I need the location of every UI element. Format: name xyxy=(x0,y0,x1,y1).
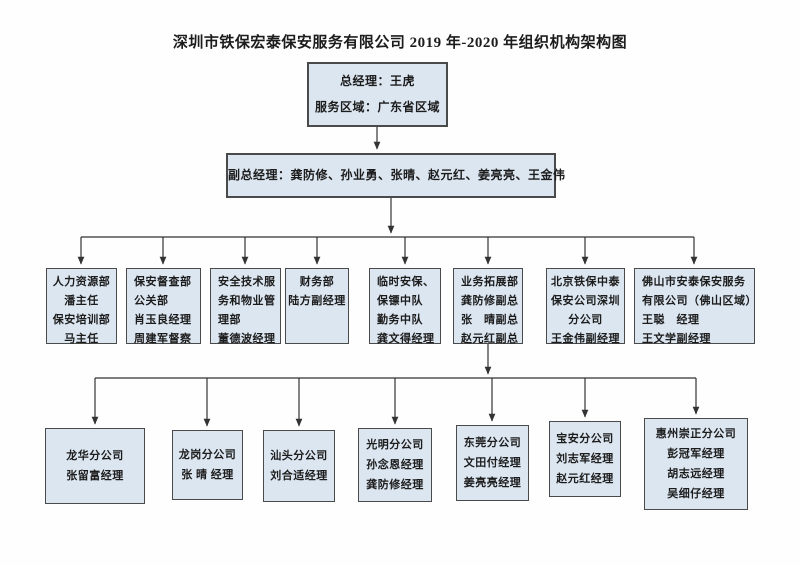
box-line: 周建军督察 xyxy=(134,333,192,345)
box-line: 财务部 xyxy=(299,276,335,288)
node-shantou-branch: 汕头分公司刘合适经理 xyxy=(263,430,335,502)
box-line: 北京铁保中泰 xyxy=(551,276,620,288)
box-line: 龚防修经理 xyxy=(366,479,424,491)
node-dongguan-branch: 东莞分公司文田付经理姜亮亮经理 xyxy=(456,425,529,501)
box-line: 龚防修副总 xyxy=(461,295,519,307)
box-line: 马主任 xyxy=(64,333,99,345)
box-line: 张 晴副总 xyxy=(461,314,519,326)
node-foshan-antai-security: 佛山市安泰保安服务有限公司（佛山区域） 王聪 经理王文学副经理 xyxy=(634,268,757,345)
box-line: 分公司 xyxy=(568,314,603,326)
box-line: 保安培训部 xyxy=(52,314,111,326)
box-line: 彭冠军经理 xyxy=(667,448,725,460)
box-line: 潘主任 xyxy=(64,295,99,307)
box-line: 有限公司（佛山区域） xyxy=(642,295,757,307)
box-line: 业务拓展部 xyxy=(461,276,519,288)
node-beijing-tiebao-zhongtai-shenzhen: 北京铁保中泰保安公司深圳分公司王金伟副经理 xyxy=(546,268,625,345)
box-line: 服务区域：广东省区域 xyxy=(314,100,440,115)
box-line: 临时安保、 xyxy=(377,276,435,288)
box-line: 胡志远经理 xyxy=(667,468,725,480)
node-huizhou-chongzheng-branch: 惠州崇正分公司彭冠军经理胡志远经理吴细仔经理 xyxy=(644,418,748,510)
box-line: 总经理：王虎 xyxy=(339,73,415,88)
node-baoan-branch: 宝安分公司刘志军经理赵元红经理 xyxy=(549,421,621,497)
box-line: 刘志军经理 xyxy=(556,453,614,465)
box-line: 佛山市安泰保安服务 xyxy=(642,276,746,288)
box-line: 副总经理：龚防修、孙业勇、张晴、赵元红、姜亮亮、王金伟 xyxy=(228,168,566,182)
node-finance-dept: 财务部陆方副经理 xyxy=(285,268,349,344)
box-line: 龙华分公司 xyxy=(66,450,124,462)
box-line: 赵元红副总 xyxy=(461,333,519,345)
box-line: 王聪 经理 xyxy=(642,314,700,326)
box-line: 光明分公司 xyxy=(366,439,424,451)
box-line: 陆方副经理 xyxy=(288,295,346,307)
box-line: 保安督查部 xyxy=(134,276,192,288)
node-temp-security-squads: 临时安保、保镖中队勤务中队龚文得经理 xyxy=(369,268,441,345)
node-hr-and-training-dept: 人力资源部潘主任保安培训部马主任 xyxy=(46,268,117,345)
box-line: 人力资源部 xyxy=(52,276,111,288)
node-business-development-dept: 业务拓展部龚防修副总张 晴副总赵元红副总 xyxy=(453,268,523,345)
box-line: 勤务中队 xyxy=(377,314,423,326)
box-line: 董德波经理 xyxy=(218,333,276,345)
node-tech-service-property-dept: 安全技术服务和物业管理部董德波经理 xyxy=(210,268,281,345)
node-general-manager: 总经理：王虎服务区域：广东省区域 xyxy=(307,62,448,127)
box-line: 孙念恩经理 xyxy=(366,459,424,471)
node-longhua-branch: 龙华分公司张留富经理 xyxy=(45,428,145,504)
box-line: 王金伟副经理 xyxy=(551,333,620,345)
box-line: 理部 xyxy=(218,314,241,326)
box-line: 张留富经理 xyxy=(66,470,124,482)
box-line: 惠州崇正分公司 xyxy=(655,428,737,440)
box-line: 文田付经理 xyxy=(463,457,522,469)
box-line: 姜亮亮经理 xyxy=(463,477,522,489)
node-deputy-general-managers: 副总经理：龚防修、孙业勇、张晴、赵元红、姜亮亮、王金伟 xyxy=(226,153,566,198)
box-line: 东莞分公司 xyxy=(463,437,522,449)
box-line: 赵元红经理 xyxy=(556,473,614,485)
node-longgang-branch: 龙岗分公司张 晴 经理 xyxy=(172,430,243,500)
chart-title: 深圳市铁保宏泰保安服务有限公司 2019 年-2020 年组织机构架构图 xyxy=(172,35,628,51)
box-line: 肖玉良经理 xyxy=(134,314,192,326)
box-line: 安全技术服 xyxy=(218,276,276,288)
box-line: 保安公司深圳 xyxy=(551,295,620,307)
box-line: 刘合适经理 xyxy=(270,470,328,482)
box-line: 保镖中队 xyxy=(377,295,423,307)
box-line: 龙岗分公司 xyxy=(178,449,237,461)
node-guangming-branch: 光明分公司孙念恩经理龚防修经理 xyxy=(358,428,432,502)
box-line: 龚文得经理 xyxy=(377,333,435,345)
box-line: 汕头分公司 xyxy=(270,450,328,462)
node-security-supervision-dept: 保安督查部公关部肖玉良经理周建军督察 xyxy=(126,268,201,345)
box-line: 吴细仔经理 xyxy=(667,488,725,500)
box-line: 张 晴 经理 xyxy=(181,469,234,481)
box-line: 王文学副经理 xyxy=(642,333,711,345)
box-line: 公关部 xyxy=(134,295,169,307)
box-line: 务和物业管 xyxy=(218,295,276,307)
box-line: 宝安分公司 xyxy=(556,433,614,445)
